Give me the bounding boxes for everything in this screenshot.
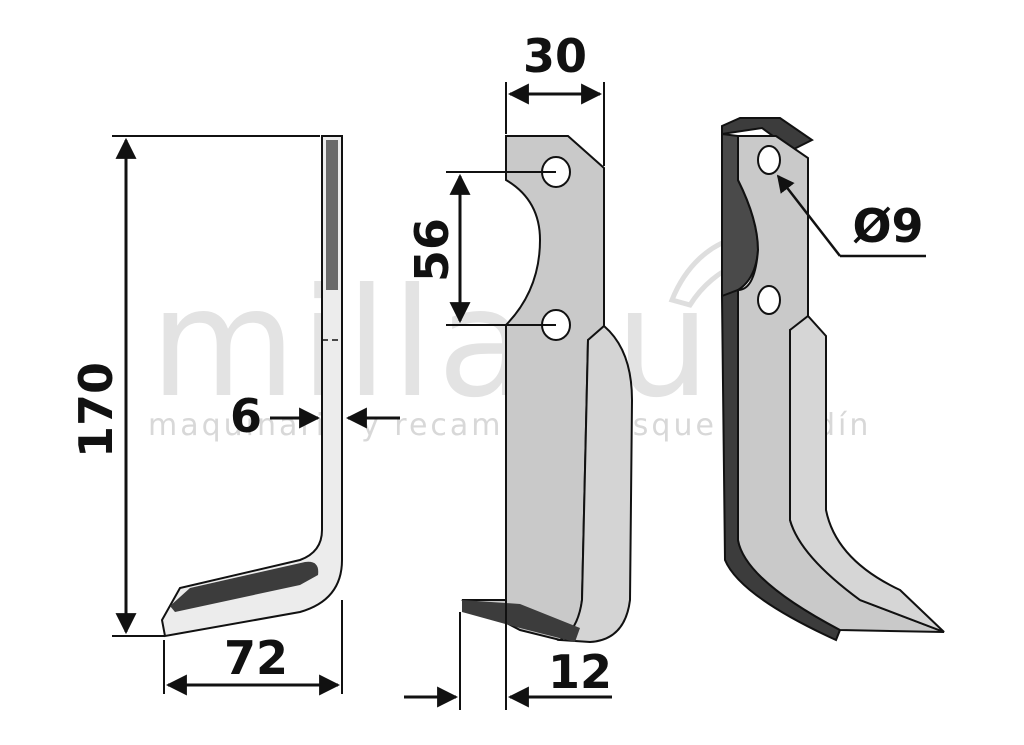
dimension-hole-diameter: Ø9 xyxy=(776,174,926,258)
dimension-hole-spacing-label: 56 xyxy=(405,218,459,282)
dimension-foot-width-label: 72 xyxy=(224,631,288,685)
dimension-blade-width-label: 30 xyxy=(523,29,587,83)
blade-side-view xyxy=(160,135,343,638)
dimension-edge-width: 12 xyxy=(404,600,612,710)
dimension-blade-width: 30 xyxy=(505,29,605,166)
front-foot-bevel xyxy=(462,600,580,642)
dimension-thickness: 6 xyxy=(230,389,400,443)
shank-shadow xyxy=(326,140,338,290)
dimension-edge-width-label: 12 xyxy=(548,645,612,699)
perspective-upper-hole xyxy=(757,145,781,175)
dimension-hole-diameter-label: Ø9 xyxy=(852,199,923,253)
perspective-lower-hole xyxy=(757,285,781,315)
blade-front-view xyxy=(461,135,634,644)
dimension-height: 170 xyxy=(69,135,320,637)
dimension-height-label: 170 xyxy=(69,362,123,458)
dimension-hole-spacing: 56 xyxy=(405,171,556,326)
blade-perspective-view xyxy=(720,117,945,642)
foot-bevel xyxy=(170,561,319,612)
dimension-foot-width: 72 xyxy=(163,600,343,696)
dimension-thickness-label: 6 xyxy=(230,389,262,443)
